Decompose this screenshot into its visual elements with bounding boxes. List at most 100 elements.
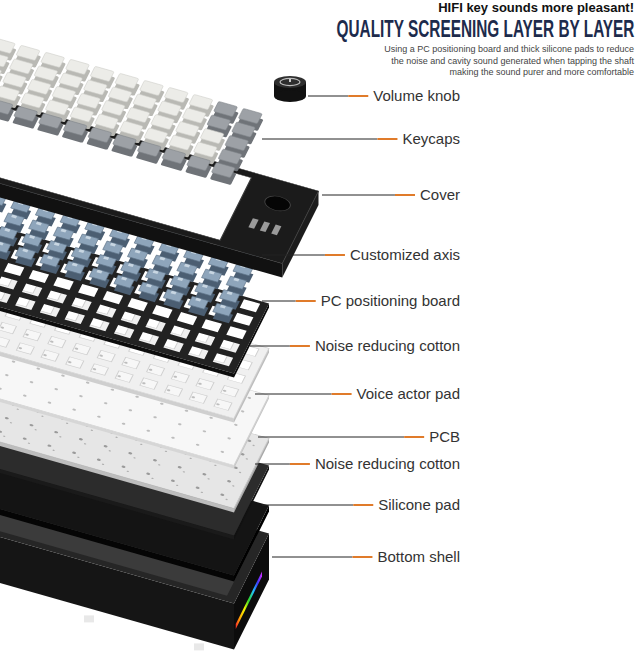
pad-dot xyxy=(234,423,238,426)
leader-accent xyxy=(353,504,373,506)
keycap-top xyxy=(225,135,249,150)
pcb-hole xyxy=(108,450,111,452)
pad-dot xyxy=(79,395,83,398)
pad-dot xyxy=(99,354,103,357)
leader-line xyxy=(262,505,353,506)
pcb-hole xyxy=(79,438,84,441)
leader-accent xyxy=(325,254,345,256)
volume-knob-icon xyxy=(274,76,306,102)
pad-dot xyxy=(191,396,195,399)
switch-top xyxy=(96,255,116,268)
keycap-top xyxy=(16,45,40,60)
keycap-top xyxy=(83,80,107,95)
switch xyxy=(89,268,109,288)
subtitle: Using a PC positioning board and thick s… xyxy=(372,44,634,79)
pcb-hole xyxy=(158,464,161,466)
switch-stem xyxy=(195,298,201,302)
switch-stem xyxy=(72,263,78,267)
switch-stem xyxy=(103,256,109,260)
keycap xyxy=(62,120,89,143)
keycap-top xyxy=(95,114,119,129)
pcb-hole xyxy=(22,437,27,440)
pad-dot xyxy=(178,423,182,426)
keycap-top xyxy=(0,38,15,53)
pcb-hole xyxy=(225,499,228,501)
switch-top xyxy=(65,261,85,274)
keycap-top xyxy=(65,59,89,74)
part-label: Noise reducing cotton xyxy=(315,455,460,473)
pcb-hole xyxy=(10,422,13,424)
leader-line xyxy=(250,346,290,347)
keycap-top xyxy=(175,121,199,136)
pad-dot xyxy=(54,388,58,391)
switch-stem xyxy=(209,271,215,275)
keycap-top xyxy=(59,73,83,88)
pcb-hole xyxy=(47,444,52,447)
switch-stem xyxy=(202,284,208,288)
switch xyxy=(15,247,35,267)
switch-top xyxy=(78,234,98,247)
pad-dot xyxy=(97,415,101,418)
pad-dot xyxy=(43,354,47,357)
part-label: Cover xyxy=(420,186,460,204)
pad-dot xyxy=(0,326,4,329)
switch xyxy=(40,254,60,274)
leader-accent xyxy=(348,95,368,97)
switch-top xyxy=(170,276,190,289)
keycap-top xyxy=(9,59,33,74)
keycap-top xyxy=(157,101,181,116)
pad-dot xyxy=(128,409,132,412)
pcb-hole xyxy=(126,470,129,472)
switch-stem xyxy=(47,256,53,260)
switch-stem xyxy=(36,222,42,226)
leader-accent xyxy=(296,300,316,302)
switch-top xyxy=(195,283,215,296)
rubber-foot xyxy=(194,643,204,650)
switch-top xyxy=(103,241,123,254)
switch-top xyxy=(29,220,49,233)
keycap-top xyxy=(214,101,238,116)
keycap-top xyxy=(3,72,27,87)
pcb-hole xyxy=(66,422,69,424)
switch-top xyxy=(47,241,67,254)
pcb-hole xyxy=(52,449,55,451)
pcb-hole xyxy=(245,458,248,460)
switch-top xyxy=(127,248,147,261)
pcb-hole xyxy=(3,435,6,437)
keycap-top xyxy=(0,99,13,114)
knob-bottom xyxy=(274,90,306,102)
pcb-hole xyxy=(252,445,255,447)
pad-dot xyxy=(222,389,226,392)
keycap-top xyxy=(14,106,38,121)
pcb-hole xyxy=(72,451,77,454)
pad-dot xyxy=(220,450,224,453)
keycap-top xyxy=(0,86,20,101)
keycap-top xyxy=(90,66,114,81)
switch-top xyxy=(114,275,134,288)
pad-dot xyxy=(121,422,125,425)
switch xyxy=(0,226,18,246)
switch-stem xyxy=(184,264,190,268)
switch-top xyxy=(0,240,11,253)
pad-dot xyxy=(247,396,251,399)
pcb-hole xyxy=(177,466,182,469)
keycap-top xyxy=(200,128,224,143)
keycap xyxy=(0,65,3,88)
switch-top xyxy=(163,289,183,302)
keycap-top xyxy=(115,73,139,88)
pcb-hole xyxy=(214,464,217,466)
switch-top xyxy=(121,262,141,275)
switch-stem xyxy=(79,249,85,253)
keycap xyxy=(12,106,39,129)
pad-dot xyxy=(68,361,72,364)
switch-stem xyxy=(22,249,28,253)
switch-stem xyxy=(110,243,116,247)
keycap-top xyxy=(169,135,193,150)
leader-line xyxy=(262,255,325,256)
switch-stem xyxy=(146,284,152,288)
switch-stem xyxy=(4,228,10,232)
keycap-top xyxy=(41,52,65,67)
keycap-top xyxy=(193,142,217,157)
